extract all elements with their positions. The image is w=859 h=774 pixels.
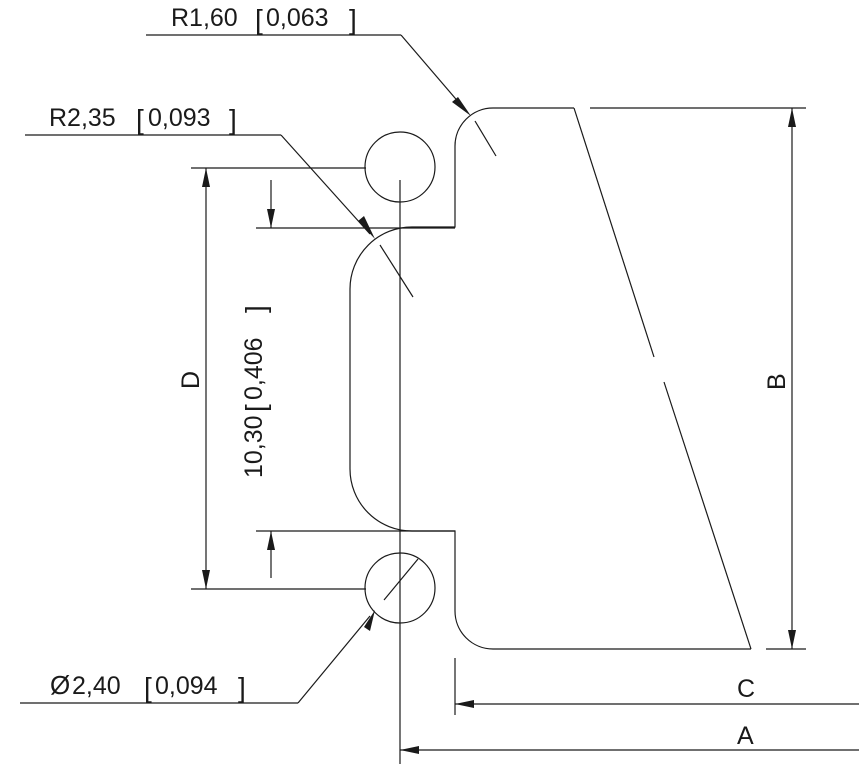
dimension-b-label: B	[763, 373, 791, 390]
svg-text:]: ]	[240, 305, 271, 313]
callout-dia240: Ø 2,40 [ 0,094 ]	[20, 558, 419, 704]
dimension-a-label: A	[737, 722, 754, 750]
callout-dia240-bracket-value: 0,094	[155, 672, 218, 700]
dimension-1030-bracket-value: 0,406	[240, 337, 268, 400]
diameter-symbol: Ø	[50, 670, 70, 700]
part-outline	[349, 107, 752, 764]
outline-slant-bottom	[663, 381, 752, 650]
callout-r235-value: R2,35	[49, 104, 116, 132]
svg-text:[: [	[240, 404, 271, 412]
svg-text:[: [	[144, 672, 152, 703]
callout-dia240-value: 2,40	[72, 672, 121, 700]
outline-left-profile	[349, 107, 751, 650]
dimension-1030-value: 10,30	[240, 415, 268, 478]
outline-slant-top	[573, 107, 655, 358]
dimension-1030: 10,30 [ 0,406 ]	[240, 180, 455, 578]
callout-r160-bracket-value: 0,063	[266, 4, 329, 32]
dimension-c: C	[454, 658, 859, 715]
callout-r160-value: R1,60	[171, 4, 238, 32]
callout-r235: R2,35 [ 0,093 ]	[25, 104, 414, 298]
svg-text:]: ]	[229, 104, 237, 135]
callout-r160: R1,60 [ 0,063 ]	[146, 4, 497, 157]
dimension-d-label: D	[177, 371, 205, 389]
dimension-c-label: C	[737, 675, 755, 703]
svg-text:]: ]	[349, 4, 357, 35]
svg-text:]: ]	[238, 672, 246, 703]
callout-r235-bracket-value: 0,093	[148, 104, 211, 132]
dimension-b: B	[590, 107, 806, 650]
dimension-a: A	[400, 722, 859, 754]
svg-text:[: [	[136, 104, 144, 135]
svg-text:[: [	[255, 4, 263, 35]
dimension-d: D	[177, 167, 366, 590]
